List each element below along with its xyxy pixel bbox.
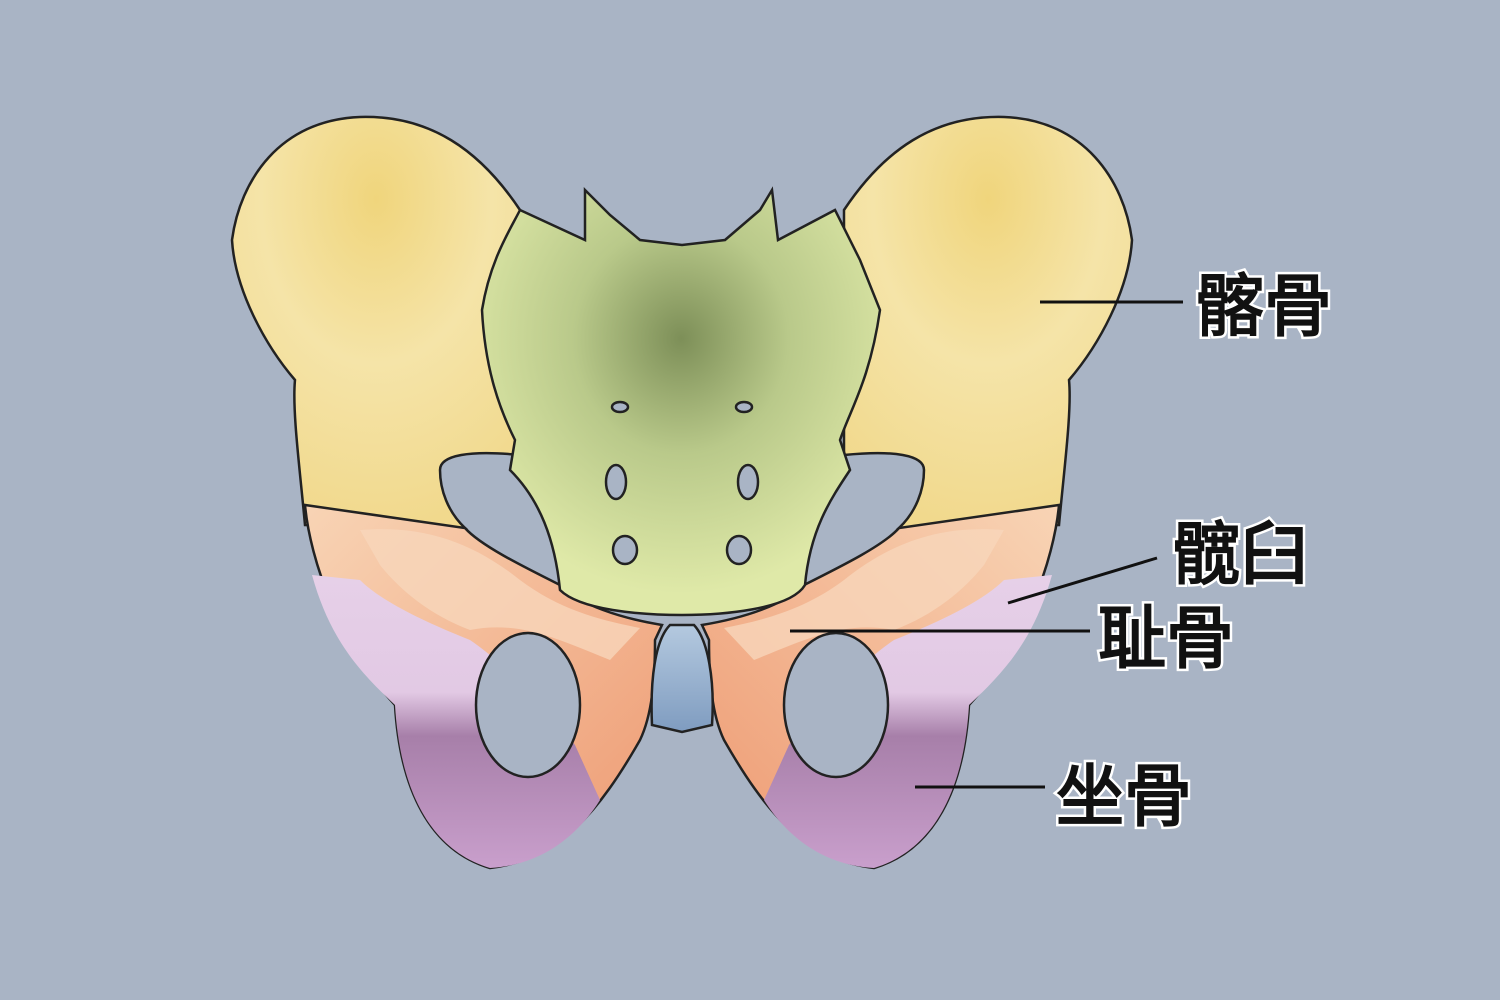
acetabulum-label: 髋臼 xyxy=(1172,516,1308,595)
ilium-label: 髂骨 xyxy=(1196,268,1332,347)
acetabulum-leader-line xyxy=(1007,556,1158,605)
ischium-label: 坐骨 xyxy=(1056,758,1192,837)
sacral-foramina xyxy=(604,400,760,566)
sacrum xyxy=(480,186,882,617)
pubis-label: 耻骨 xyxy=(1098,600,1234,679)
pubic-symphysis xyxy=(650,623,714,734)
